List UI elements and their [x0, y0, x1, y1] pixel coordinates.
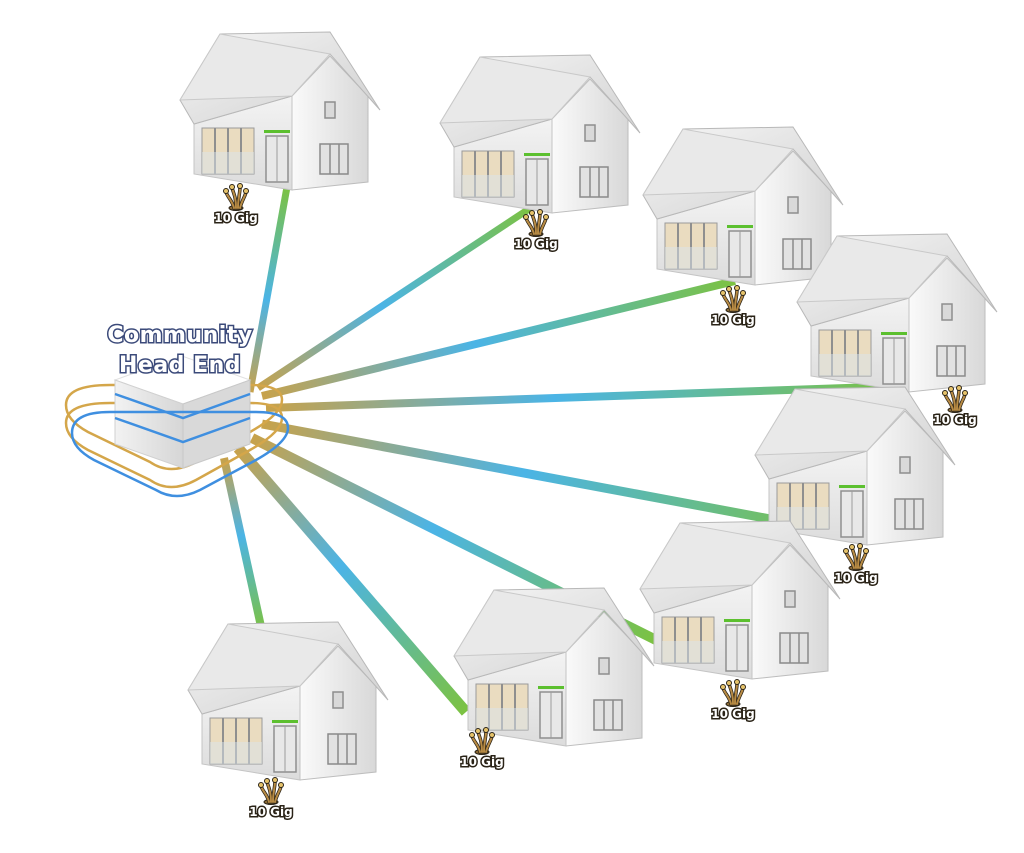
- fiber-optic-icon: [221, 181, 251, 213]
- fiber-link-8: [220, 457, 266, 632]
- fiber-link-7: [233, 444, 471, 716]
- fiber-link-5: [261, 419, 846, 538]
- head-end-title-line2: Head End: [119, 353, 241, 378]
- house-7[interactable]: [453, 587, 655, 747]
- fiber-badge-8: 10 Gig: [248, 775, 294, 821]
- fiber-link-1: [246, 186, 291, 393]
- house-3[interactable]: [642, 126, 844, 286]
- head-end-ring-blue: [70, 410, 290, 498]
- fiber-badge-2: 10 Gig: [513, 207, 559, 253]
- head-end-ring-gold-upper: [64, 383, 284, 471]
- speed-label: 10 Gig: [249, 805, 292, 819]
- fiber-optic-icon: [718, 283, 748, 315]
- fiber-optic-icon: [841, 541, 871, 573]
- house-8[interactable]: [187, 621, 389, 781]
- fiber-badge-7: 10 Gig: [459, 725, 505, 771]
- head-end-band-2: [114, 416, 251, 444]
- house-1[interactable]: [179, 31, 381, 191]
- speed-label: 10 Gig: [514, 237, 557, 251]
- community-head-end[interactable]: Community Head End: [64, 322, 290, 498]
- fiber-badge-5: 10 Gig: [833, 541, 879, 587]
- house-2[interactable]: [439, 54, 641, 214]
- fiber-optic-icon: [718, 677, 748, 709]
- fiber-badge-3: 10 Gig: [710, 283, 756, 329]
- fiber-optic-icon: [940, 383, 970, 415]
- fiber-optic-icon: [256, 775, 286, 807]
- head-end-ring-gold-lower: [64, 401, 284, 489]
- fiber-badge-6: 10 Gig: [710, 677, 756, 723]
- speed-label: 10 Gig: [711, 313, 754, 327]
- speed-label: 10 Gig: [834, 571, 877, 585]
- fiber-link-2: [256, 204, 534, 391]
- house-6[interactable]: [639, 520, 841, 680]
- speed-badges: 10 Gig 10 Gig 10 Gig 10 Gig 10 Gig 10 Gi…: [213, 181, 978, 821]
- speed-label: 10 Gig: [460, 755, 503, 769]
- head-end-band-1: [114, 392, 251, 420]
- house-4[interactable]: [796, 233, 998, 393]
- speed-label: 10 Gig: [711, 707, 754, 721]
- fiber-badge-1: 10 Gig: [213, 181, 259, 227]
- speed-label: 10 Gig: [214, 211, 257, 225]
- head-end-box-right: [182, 379, 251, 469]
- fiber-link-3: [261, 277, 736, 400]
- fiber-links: [220, 186, 906, 716]
- head-end-title-line1: Community: [107, 323, 252, 348]
- fiber-badge-4: 10 Gig: [932, 383, 978, 429]
- speed-label: 10 Gig: [933, 413, 976, 427]
